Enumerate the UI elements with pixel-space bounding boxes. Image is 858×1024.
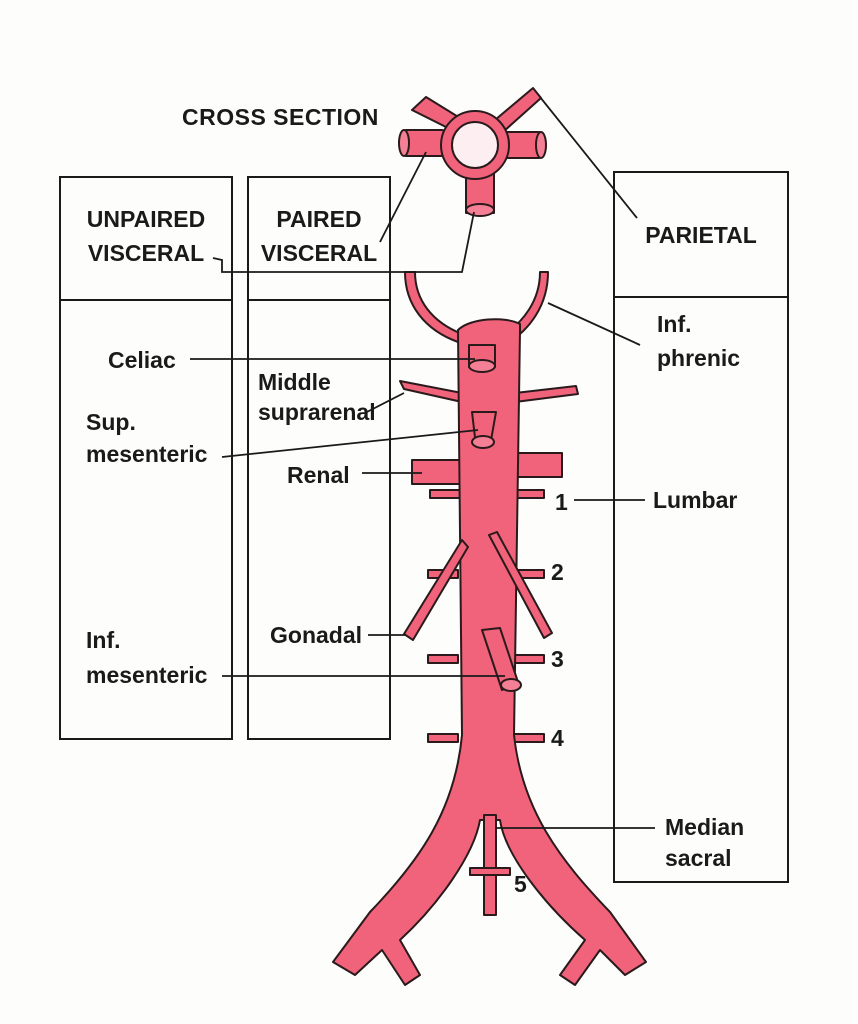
parietal-box xyxy=(613,171,789,883)
sup-mesenteric-opening xyxy=(471,435,495,449)
sup-mesenteric-label-line1: Sup. xyxy=(86,409,136,435)
gonadal-left xyxy=(403,539,469,641)
cross-section-right-stub-end xyxy=(535,131,547,159)
lumbar-number-3: 3 xyxy=(551,646,564,672)
renal-left xyxy=(411,459,463,485)
unpaired-stubs xyxy=(468,344,522,692)
inf-mesenteric-label-line2: mesenteric xyxy=(86,662,208,688)
middle-suprarenal-label-line2: suprarenal xyxy=(258,399,376,425)
cross-section-lumen xyxy=(451,121,499,169)
middle-suprarenal-right xyxy=(514,385,579,403)
paired-header-line1: PAIRED xyxy=(276,206,361,232)
gonadal-arteries xyxy=(403,531,553,641)
celiac-opening xyxy=(468,359,496,373)
inf-mesenteric-opening xyxy=(500,678,522,692)
renal-label: Renal xyxy=(287,462,350,488)
middle-suprarenal-left xyxy=(399,380,463,403)
paired-visceral-box xyxy=(247,176,391,740)
lumbar-4-left xyxy=(427,733,459,743)
median-sacral-artery xyxy=(469,814,511,916)
leader-parietal xyxy=(539,96,638,219)
unpaired-header-line2: VISCERAL xyxy=(88,240,204,266)
cross-section-bottom-stub-end xyxy=(465,203,495,217)
median-sacral-trunk xyxy=(483,814,497,916)
sup-mesenteric-label-line2: mesenteric xyxy=(86,441,208,467)
lumbar-4-right xyxy=(513,733,545,743)
gonadal-right xyxy=(488,531,553,639)
cross-section-left-stub-end xyxy=(398,129,410,157)
cross-section xyxy=(398,87,547,217)
middle-suprarenal-label-line1: Middle xyxy=(258,369,331,395)
inf-mesenteric-label-line1: Inf. xyxy=(86,627,121,653)
lumbar-number-2: 2 xyxy=(551,559,564,585)
median-sacral-crossbar xyxy=(469,867,511,876)
leader-lines xyxy=(190,96,655,829)
median-sacral-label-line1: Median xyxy=(665,814,744,840)
lumbar-3-left xyxy=(427,654,459,664)
cross-section-title: CROSS SECTION xyxy=(182,104,379,130)
inf-phrenic-left xyxy=(404,271,463,343)
lumbar-1-left xyxy=(429,489,461,499)
leader-inf-phrenic xyxy=(547,302,641,346)
unpaired-header-line1: UNPAIRED xyxy=(87,206,205,232)
gonadal-label: Gonadal xyxy=(270,622,362,648)
unpaired-visceral-box xyxy=(59,176,233,740)
inf-phrenic-label-line1: Inf. xyxy=(657,311,692,337)
lumbar-label: Lumbar xyxy=(653,487,737,513)
inf-phrenic-label-line2: phrenic xyxy=(657,345,740,371)
leader-unpaired-visceral xyxy=(212,211,475,273)
text-labels: CROSS SECTION UNPAIRED VISCERAL PAIRED V… xyxy=(86,104,757,897)
parietal-header: PARIETAL xyxy=(645,222,757,248)
celiac-label: Celiac xyxy=(108,347,176,373)
paired-header-line2: VISCERAL xyxy=(261,240,377,266)
lumbar-3-right xyxy=(513,654,545,664)
median-sacral-number-5: 5 xyxy=(514,871,527,897)
lumbar-number-1: 1 xyxy=(555,489,568,515)
median-sacral-label-line2: sacral xyxy=(665,845,732,871)
leader-sup-mesenteric xyxy=(221,429,479,458)
leader-paired-visceral xyxy=(379,151,427,243)
lumbar-number-4: 4 xyxy=(551,725,564,751)
leader-middle-suprarenal xyxy=(364,392,405,414)
renal-right xyxy=(511,452,563,478)
column-boxes xyxy=(59,171,789,883)
